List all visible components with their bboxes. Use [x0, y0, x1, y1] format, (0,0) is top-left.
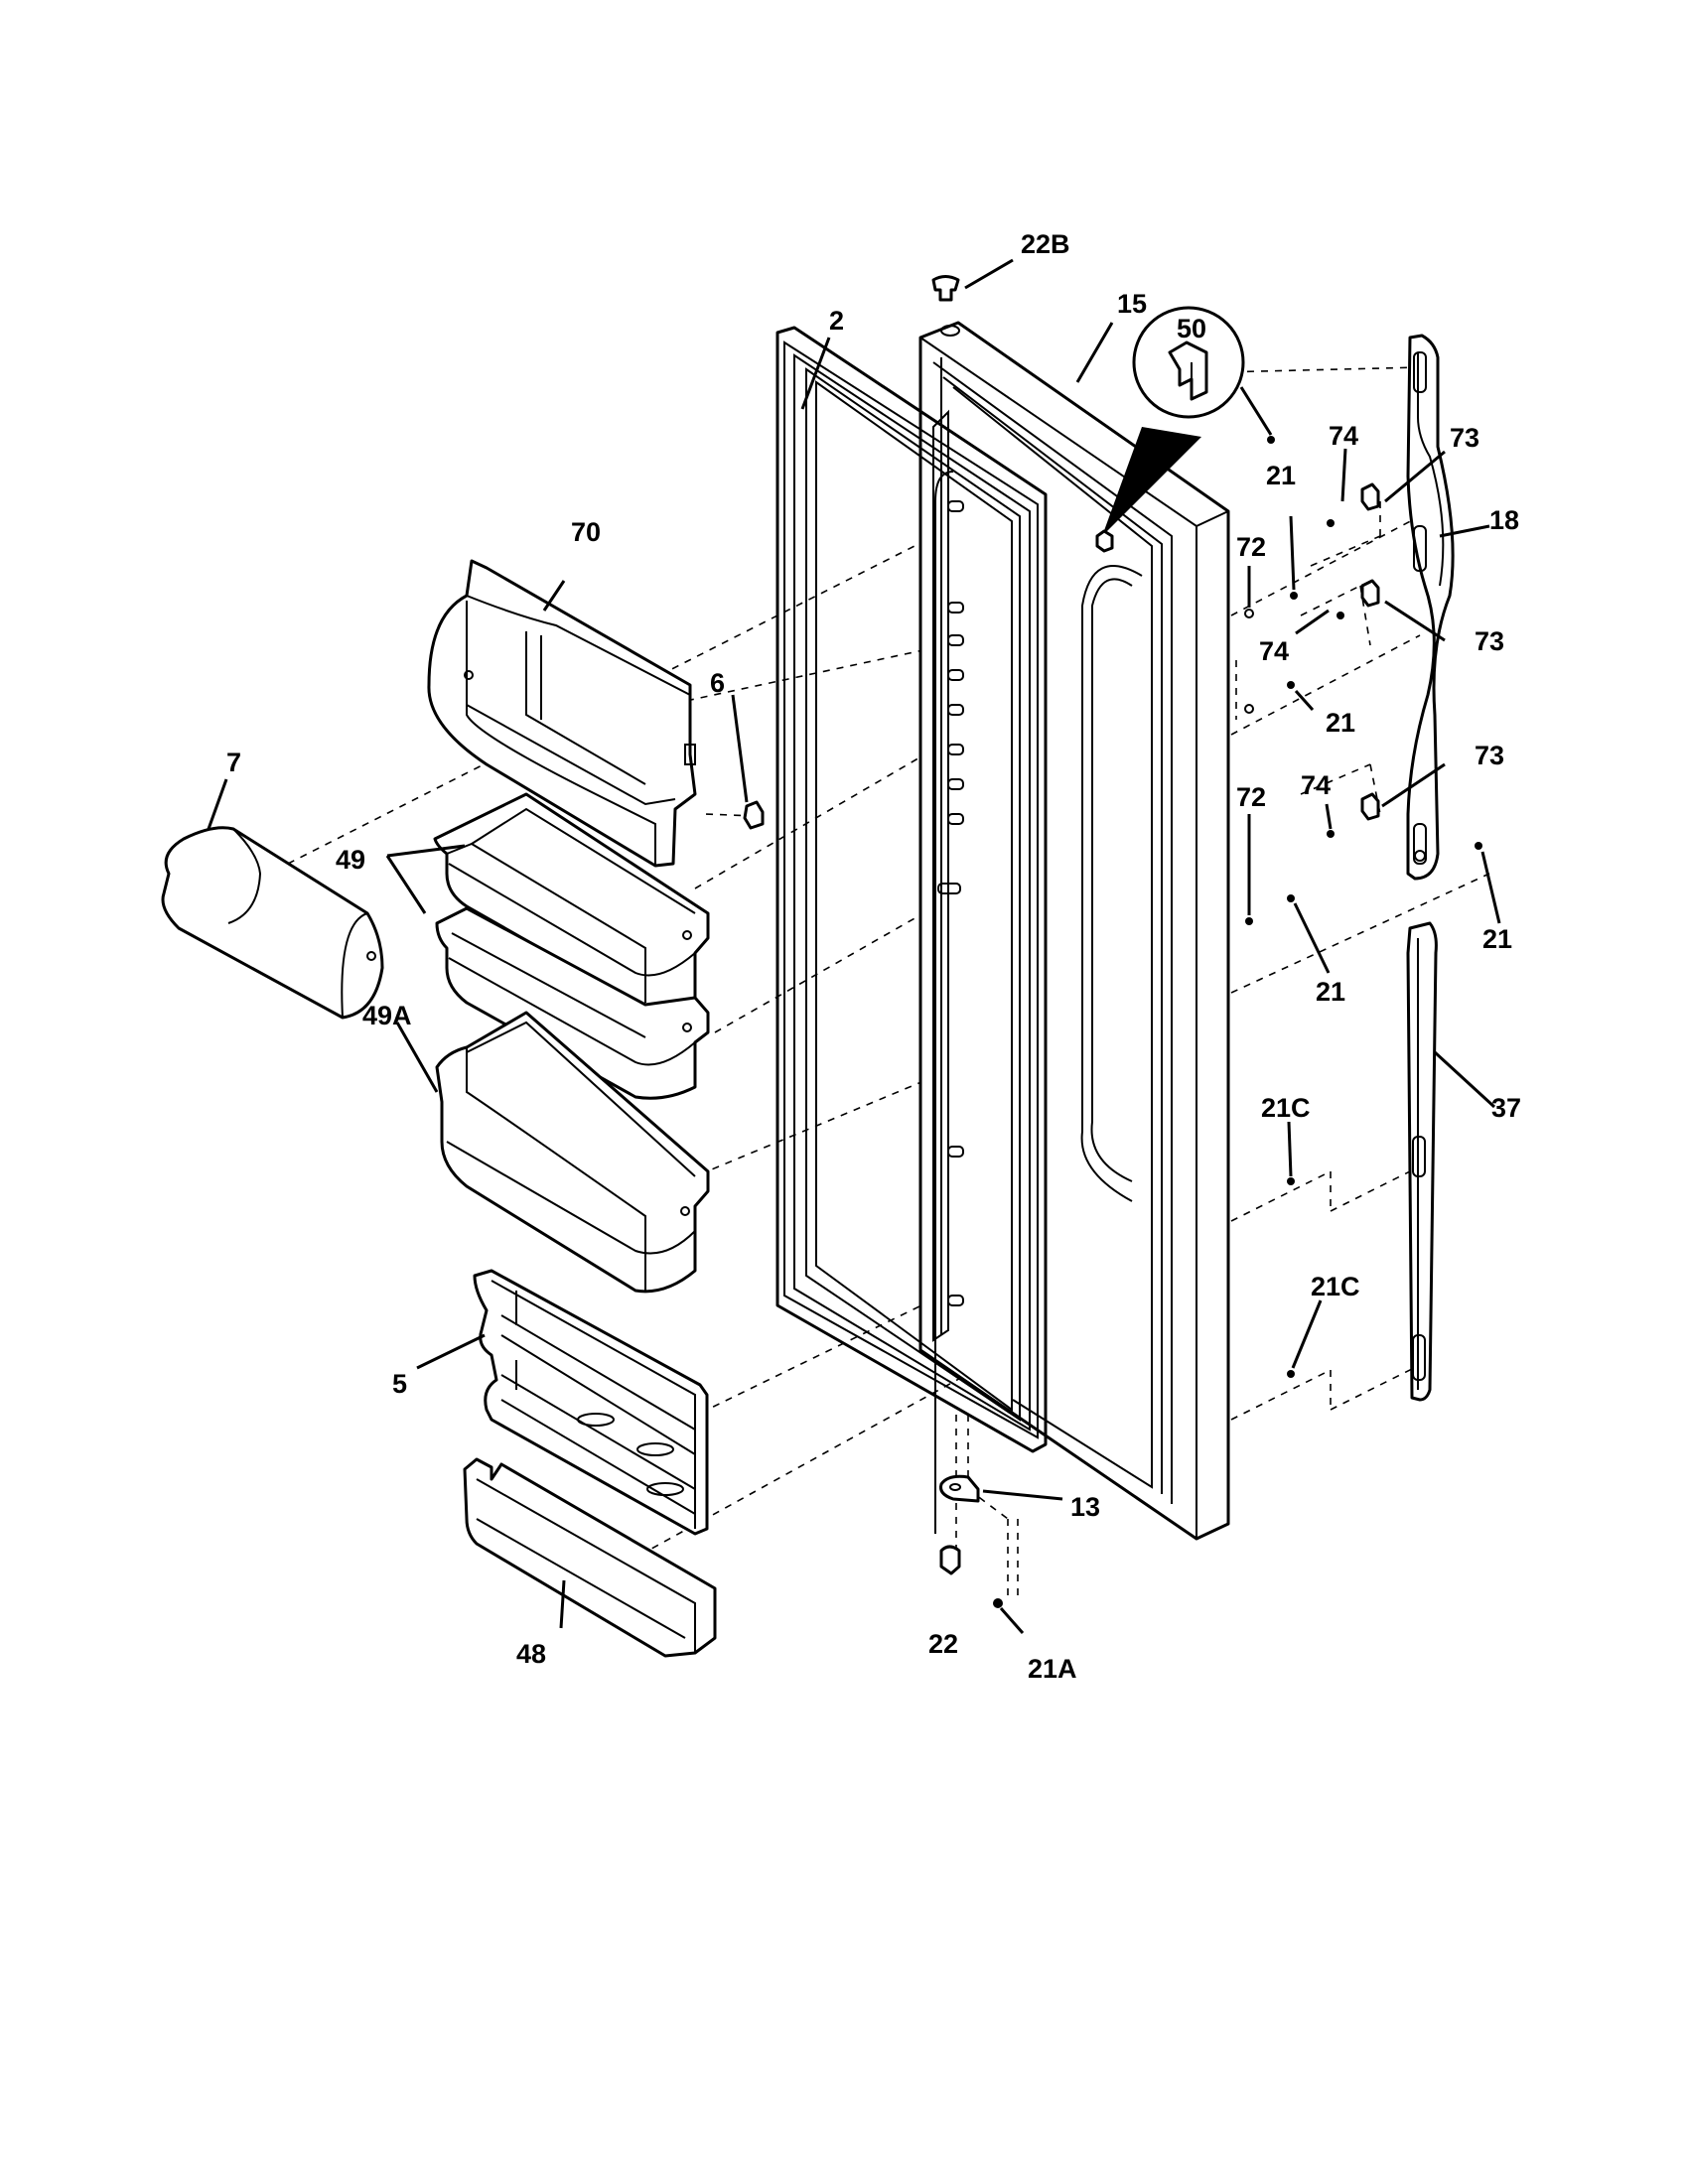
label-5: 5 [392, 1369, 407, 1399]
bottom-hinge [939, 1474, 980, 1503]
label-72-top: 72 [1236, 532, 1266, 562]
bottom-bin [463, 1457, 717, 1658]
handle-clips [1360, 482, 1380, 821]
door-liner [932, 357, 964, 1534]
label-22: 22 [928, 1629, 958, 1659]
label-74-top: 74 [1329, 421, 1358, 451]
label-21-right: 21 [1482, 924, 1512, 954]
label-74-lower: 74 [1301, 770, 1331, 800]
label-73-middle: 73 [1475, 626, 1504, 656]
handle-upper [1406, 334, 1455, 881]
label-48: 48 [516, 1639, 546, 1669]
hinge-bushing [939, 1545, 961, 1575]
shelf-post-pins [937, 500, 964, 1306]
label-7: 7 [226, 748, 241, 777]
label-74-middle: 74 [1259, 636, 1289, 666]
callout-labels: 22B 15 2 50 74 73 21 18 70 72 74 73 6 21… [226, 229, 1521, 1684]
label-15: 15 [1117, 289, 1147, 319]
screws [993, 436, 1482, 1608]
label-2: 2 [829, 306, 844, 336]
door-bin-large [435, 1011, 710, 1294]
door-gasket [775, 326, 1048, 1453]
leader-lines [207, 258, 1501, 1634]
label-73-top: 73 [1450, 423, 1479, 453]
label-22b: 22B [1021, 229, 1070, 259]
label-73-lower: 73 [1475, 741, 1504, 770]
clip-part-6 [743, 800, 765, 830]
label-70: 70 [571, 517, 601, 547]
door-outer-panel [918, 321, 1230, 1541]
label-50: 50 [1177, 314, 1206, 343]
label-37: 37 [1491, 1093, 1521, 1123]
door-bin-middle [435, 906, 710, 1100]
label-72-lower: 72 [1236, 782, 1266, 812]
label-21-lower: 21 [1316, 977, 1345, 1007]
dairy-door [161, 826, 384, 1020]
label-21-middle: 21 [1326, 708, 1355, 738]
handle-lower-trim [1406, 921, 1438, 1402]
label-49a: 49A [362, 1001, 412, 1030]
top-hinge-plug [931, 275, 960, 302]
detail-callout-50 [1095, 306, 1245, 553]
shelf-rails [473, 1269, 709, 1536]
label-18: 18 [1489, 505, 1519, 535]
label-6: 6 [710, 668, 725, 698]
label-21c-lower: 21C [1311, 1272, 1360, 1301]
label-21c-upper: 21C [1261, 1093, 1311, 1123]
dairy-compartment [427, 559, 697, 868]
label-21a: 21A [1028, 1654, 1077, 1684]
label-21-top: 21 [1266, 461, 1296, 490]
label-49: 49 [336, 845, 365, 875]
label-13: 13 [1070, 1492, 1100, 1522]
